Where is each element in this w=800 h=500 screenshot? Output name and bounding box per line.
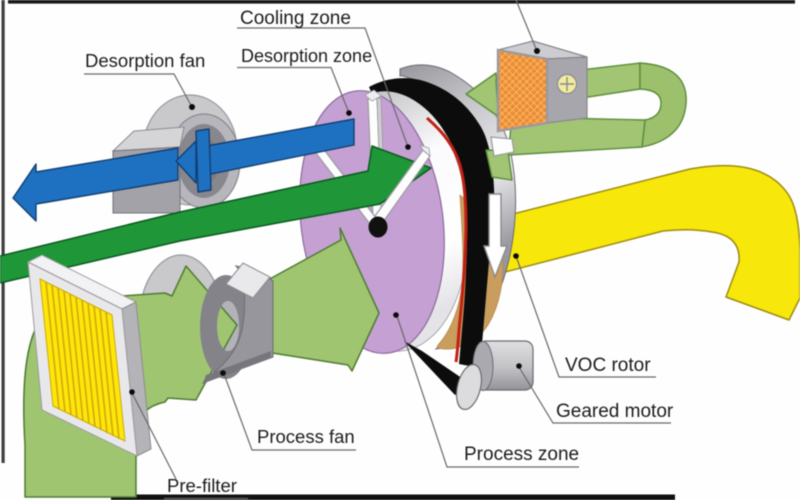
svg-text:Desorption fan: Desorption fan (85, 50, 205, 71)
svg-text:Geared motor: Geared motor (556, 401, 674, 422)
svg-text:Process zone: Process zone (464, 444, 579, 465)
svg-text:Desorption zone: Desorption zone (241, 46, 372, 66)
svg-text:Cooling zone: Cooling zone (240, 8, 351, 29)
svg-text:Pre-filter: Pre-filter (167, 475, 237, 496)
svg-text:VOC rotor: VOC rotor (565, 355, 651, 376)
svg-text:Process fan: Process fan (257, 426, 355, 447)
